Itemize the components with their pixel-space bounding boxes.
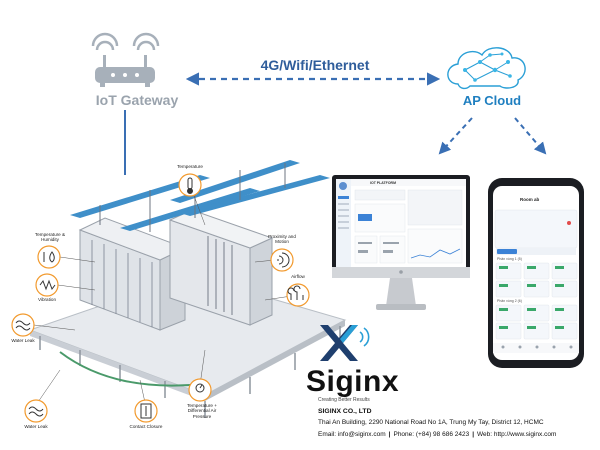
company-name: SIGINX CO., LTD	[318, 408, 372, 415]
water-leak-sensor-icon	[11, 313, 35, 337]
datacenter-illustration	[28, 160, 347, 418]
water-leak-label-2: Water Leak	[24, 424, 48, 429]
temperature-label: Temperature	[177, 164, 203, 169]
cloud-to-desktop-arrow	[438, 117, 473, 155]
separator: |	[472, 431, 475, 438]
desktop-app-header: IOT PLATFORM	[370, 181, 396, 185]
cloud-brain-icon	[447, 47, 526, 90]
phone-text: Phone: (+84) 98 686 2423	[393, 431, 470, 438]
diff-pressure-label: Temperature + Differential Air Pressure	[187, 403, 217, 419]
email-link[interactable]: Email: info@siginx.com	[318, 431, 386, 438]
network-link-label: 4G/Wifi/Ethernet	[260, 57, 370, 73]
gateway-label: IoT Gateway	[95, 92, 179, 108]
web-link[interactable]: Web: http://www.siginx.com	[477, 431, 557, 438]
cloud-label: AP Cloud	[462, 93, 522, 108]
water-leak-sensor-icon-2	[24, 399, 48, 423]
vibration-label: Vibration	[37, 297, 57, 302]
proximity-label: Proximity and Motion	[268, 234, 296, 245]
contact-line: Email: info@siginx.com|Phone: (+84) 98 6…	[318, 431, 556, 438]
temp-humidity-sensor-icon	[37, 245, 61, 269]
separator: |	[388, 431, 391, 438]
mobile-section-1: Phân vùng 1 (5)	[497, 257, 522, 261]
brand-tagline: Creating Better Results	[318, 397, 370, 403]
temperature-sensor-icon	[178, 173, 202, 197]
brand-name: Siginx	[306, 365, 400, 398]
contact-closure-label: Contact Closure	[129, 424, 163, 429]
cloud-to-mobile-arrow	[514, 117, 547, 155]
company-address: Thai An Building, 2290 National Road No …	[318, 419, 544, 426]
mobile-section-2: Phân vùng 2 (6)	[497, 299, 522, 303]
water-leak-label: Water Leak	[11, 338, 35, 343]
desktop-monitor	[332, 175, 470, 310]
diff-pressure-sensor-icon	[188, 378, 212, 402]
temp-humidity-label: Temperature & Humidity	[34, 232, 66, 243]
mobile-app-title: Room ab	[520, 197, 540, 202]
smartphone	[488, 178, 584, 368]
router-icon	[91, 32, 160, 87]
airflow-label: Airflow	[291, 274, 305, 279]
proximity-sensor-icon	[270, 248, 294, 272]
airflow-sensor-icon	[286, 283, 310, 307]
siginx-logo-icon	[320, 325, 370, 361]
